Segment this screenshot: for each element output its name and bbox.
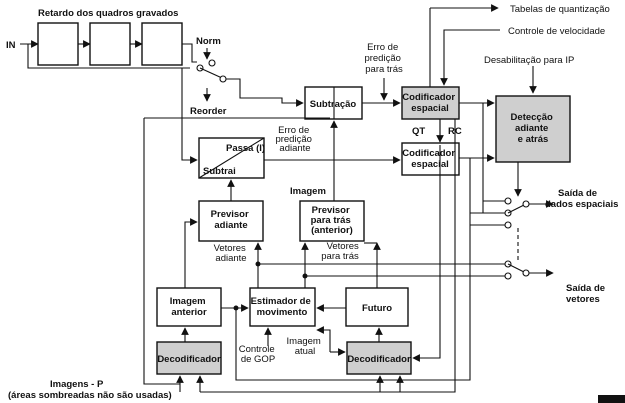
pi-l1: Imagem bbox=[170, 296, 206, 307]
norm-label: Norm bbox=[196, 36, 221, 47]
footnote-line2: (áreas sombreadas não são usadas) bbox=[8, 390, 172, 401]
decoder-right-box bbox=[346, 341, 412, 375]
svg-text:Erro de predição adian: Erro de predição adiante bbox=[275, 125, 314, 154]
sc1-l2: espacial bbox=[411, 103, 449, 114]
pass-i-label: Passa (I) bbox=[226, 143, 265, 154]
subtract-label: Subtrai bbox=[203, 166, 236, 177]
future-label: Futuro bbox=[362, 303, 392, 314]
svg-text:Estimador de movimento: Estimador de movimento bbox=[251, 296, 314, 318]
forward-predictor-box bbox=[198, 200, 264, 242]
spatial-switch-blade bbox=[507, 204, 525, 214]
frame-delay-box-1 bbox=[37, 22, 79, 66]
bypass-line bbox=[27, 44, 190, 69]
motion-estimator-box bbox=[249, 287, 316, 327]
fp-l2: adiante bbox=[214, 220, 247, 231]
svg-text:Erro de predição para: Erro de predição para trás bbox=[364, 42, 403, 75]
gop-l2: de GOP bbox=[241, 354, 275, 365]
sc2-l2: espacial bbox=[411, 159, 449, 170]
footnote-line1: Imagens - P bbox=[50, 379, 104, 390]
det-l3: e atrás bbox=[518, 134, 549, 145]
bp-l2: para trás bbox=[311, 215, 351, 226]
decoder-right-label: Decodificador bbox=[347, 354, 411, 365]
vector-out-l1: Saída de bbox=[566, 283, 605, 294]
svg-text:Saída de vetores: Saída de vetores bbox=[566, 283, 608, 305]
frame-delay-box-3 bbox=[141, 22, 183, 66]
fwd-err-l2: predição bbox=[275, 134, 311, 145]
delay-to-switch bbox=[182, 43, 197, 63]
bwd-err-l3: para trás bbox=[365, 64, 403, 75]
bwd-vec-l2: para trás bbox=[321, 251, 359, 262]
svg-text:Vetores adiante: Vetores adiante bbox=[214, 243, 249, 264]
ip-disable-label: Desabilitação para IP bbox=[484, 55, 574, 66]
sc2-l1: Codificador bbox=[402, 148, 455, 159]
svg-text:Imagem anterior: Imagem anterior bbox=[170, 296, 209, 318]
cur-img-l2: atual bbox=[295, 346, 316, 357]
decoder-left-box bbox=[156, 341, 222, 375]
fwd-vec-l1: Vetores bbox=[214, 243, 246, 254]
fwd-vec-l2: adiante bbox=[215, 253, 246, 264]
det-l2: adiante bbox=[515, 123, 548, 134]
bp-l1: Previsor bbox=[312, 205, 350, 216]
previous-image-box bbox=[156, 287, 222, 327]
cur-img-l1: Imagem bbox=[287, 336, 321, 347]
svg-text:Codificador espacial: Codificador espacial bbox=[402, 148, 457, 170]
decoder-left-label: Decodificador bbox=[157, 354, 221, 365]
me-l2: movimento bbox=[257, 307, 308, 318]
bwd-vec-l1: Vetores bbox=[327, 241, 359, 252]
svg-text:Saída de dados espaciais: Saída de dados espaciais bbox=[545, 188, 618, 210]
speed-control-arrow bbox=[440, 29, 500, 86]
vector-out-l2: vetores bbox=[566, 294, 600, 305]
svg-text:Controle de GOP: Controle de GOP bbox=[239, 344, 278, 365]
quant-tables-label: Tabelas de quantização bbox=[510, 4, 610, 15]
speed-control-label: Controle de velocidade bbox=[508, 26, 605, 37]
svg-text:Imagem atual: Imagem atual bbox=[287, 336, 324, 357]
pi-l2: anterior bbox=[171, 307, 207, 318]
me-l1: Estimador de bbox=[251, 296, 311, 307]
svg-text:Previsor adiante: Previsor adiante bbox=[211, 209, 252, 231]
subtraction-label: Subtração bbox=[310, 99, 357, 110]
bwd-err-l1: Erro de bbox=[367, 42, 398, 53]
image-label: Imagem bbox=[290, 186, 326, 197]
fp-l1: Previsor bbox=[211, 209, 249, 220]
switch-contact-b bbox=[208, 59, 216, 67]
bp-l3: (anterior) bbox=[311, 225, 353, 236]
det-l1: Detecção bbox=[511, 112, 553, 123]
future-box bbox=[345, 287, 409, 327]
sc1-l1: Codificador bbox=[402, 92, 455, 103]
detection-box bbox=[495, 95, 571, 163]
frame-delay-title: Retardo dos quadros gravados bbox=[38, 8, 178, 19]
svg-text:Vetores para trás: Vetores para trás bbox=[321, 241, 361, 262]
spatial-coder-2 bbox=[401, 142, 460, 176]
svg-text:Detecção adiante e atr: Detecção adiante e atrás bbox=[511, 112, 556, 145]
input-to-pass bbox=[181, 68, 198, 164]
vector-switch-blade bbox=[507, 263, 525, 273]
gop-l1: Controle bbox=[239, 344, 275, 355]
backward-predictor-box bbox=[299, 200, 365, 242]
svg-text:Codificador espacial: Codificador espacial bbox=[402, 92, 457, 114]
fwd-err-l3: adiante bbox=[279, 143, 310, 154]
switch-pivot bbox=[219, 75, 227, 83]
corner-bar bbox=[598, 395, 625, 403]
bwd-err-l2: predição bbox=[364, 53, 400, 64]
frame-delay-box-2 bbox=[89, 22, 131, 66]
input-in-label: IN bbox=[6, 40, 16, 51]
fwd-err-l1: Erro de bbox=[278, 125, 309, 136]
reorder-label: Reorder bbox=[190, 106, 227, 117]
qt-label: QT bbox=[412, 126, 425, 137]
spatial-out-l1: Saída de bbox=[558, 188, 597, 199]
switch-blade bbox=[199, 67, 223, 79]
pi-to-fp bbox=[184, 218, 198, 288]
svg-text:Previsor para trás (an: Previsor para trás (anterior) bbox=[311, 205, 354, 236]
spatial-out-l2: dados espaciais bbox=[545, 199, 618, 210]
switch-to-subtraction bbox=[226, 78, 304, 107]
